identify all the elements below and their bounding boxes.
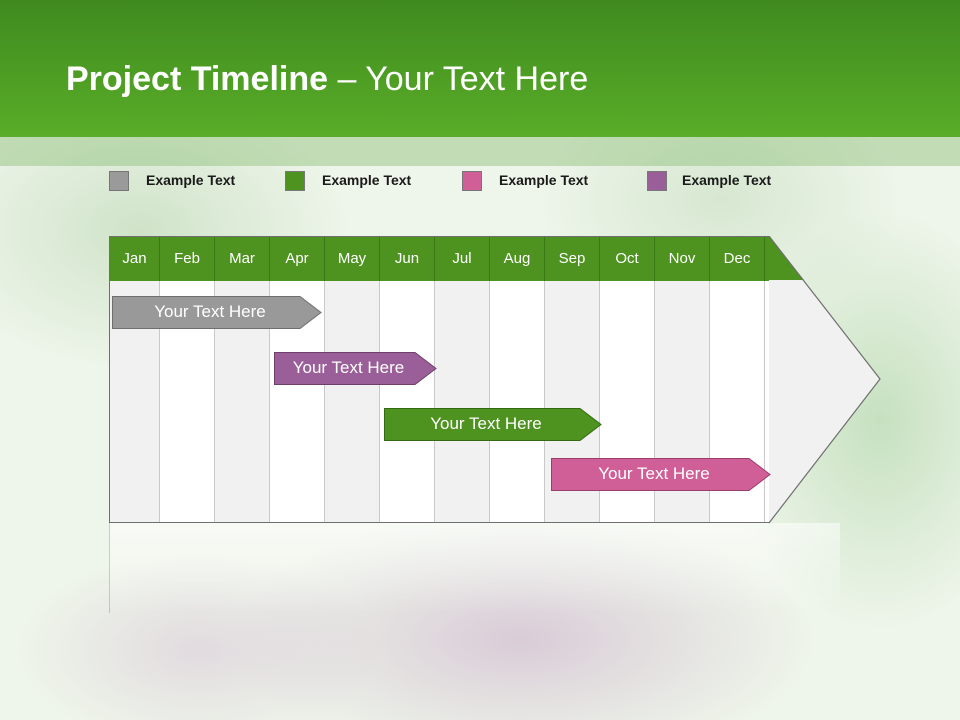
month-nov: Nov bbox=[655, 237, 710, 281]
task-bar[interactable]: Your Text Here bbox=[112, 296, 322, 329]
legend-swatch-pink bbox=[462, 171, 482, 191]
title-rest: – Your Text Here bbox=[328, 60, 589, 98]
task-label: Your Text Here bbox=[154, 302, 266, 321]
task-bar[interactable]: Your Text Here bbox=[274, 352, 437, 385]
title-bold: Project Timeline bbox=[66, 60, 329, 98]
legend-label: Example Text bbox=[499, 172, 589, 188]
month-may: May bbox=[325, 237, 380, 281]
legend-label: Example Text bbox=[322, 172, 412, 188]
month-jun: Jun bbox=[380, 237, 435, 281]
month-column bbox=[490, 281, 545, 522]
month-jan: Jan bbox=[110, 237, 160, 281]
legend-label: Example Text bbox=[682, 172, 772, 188]
legend-label: Example Text bbox=[146, 172, 236, 188]
task-label: Your Text Here bbox=[292, 358, 405, 377]
task-label: Your Text Here bbox=[430, 414, 542, 433]
month-column bbox=[435, 281, 490, 522]
month-aug: Aug bbox=[490, 237, 545, 281]
slide-title: Project Timeline – Your Text Here bbox=[66, 60, 588, 99]
header-bar bbox=[0, 0, 960, 137]
month-apr: Apr bbox=[270, 237, 325, 281]
month-oct: Oct bbox=[600, 237, 655, 281]
legend-swatch-purple bbox=[647, 171, 667, 191]
task-bar[interactable]: Your Text Here bbox=[384, 408, 602, 441]
month-column bbox=[325, 281, 380, 522]
month-feb: Feb bbox=[160, 237, 215, 281]
month-header-row: Jan Feb Mar Apr May Jun Jul Aug Sep Oct … bbox=[110, 237, 769, 281]
header-band bbox=[0, 137, 960, 166]
month-dec: Dec bbox=[710, 237, 765, 281]
month-sep: Sep bbox=[545, 237, 600, 281]
legend-swatch-green bbox=[285, 171, 305, 191]
timeline-arrowhead bbox=[768, 236, 881, 524]
month-columns bbox=[110, 281, 769, 522]
month-mar: Mar bbox=[215, 237, 270, 281]
timeline-reflection bbox=[109, 523, 840, 613]
month-column bbox=[380, 281, 435, 522]
task-label: Your Text Here bbox=[598, 464, 710, 483]
task-bar[interactable]: Your Text Here bbox=[551, 458, 771, 491]
legend-swatch-gray bbox=[109, 171, 129, 191]
month-jul: Jul bbox=[435, 237, 490, 281]
